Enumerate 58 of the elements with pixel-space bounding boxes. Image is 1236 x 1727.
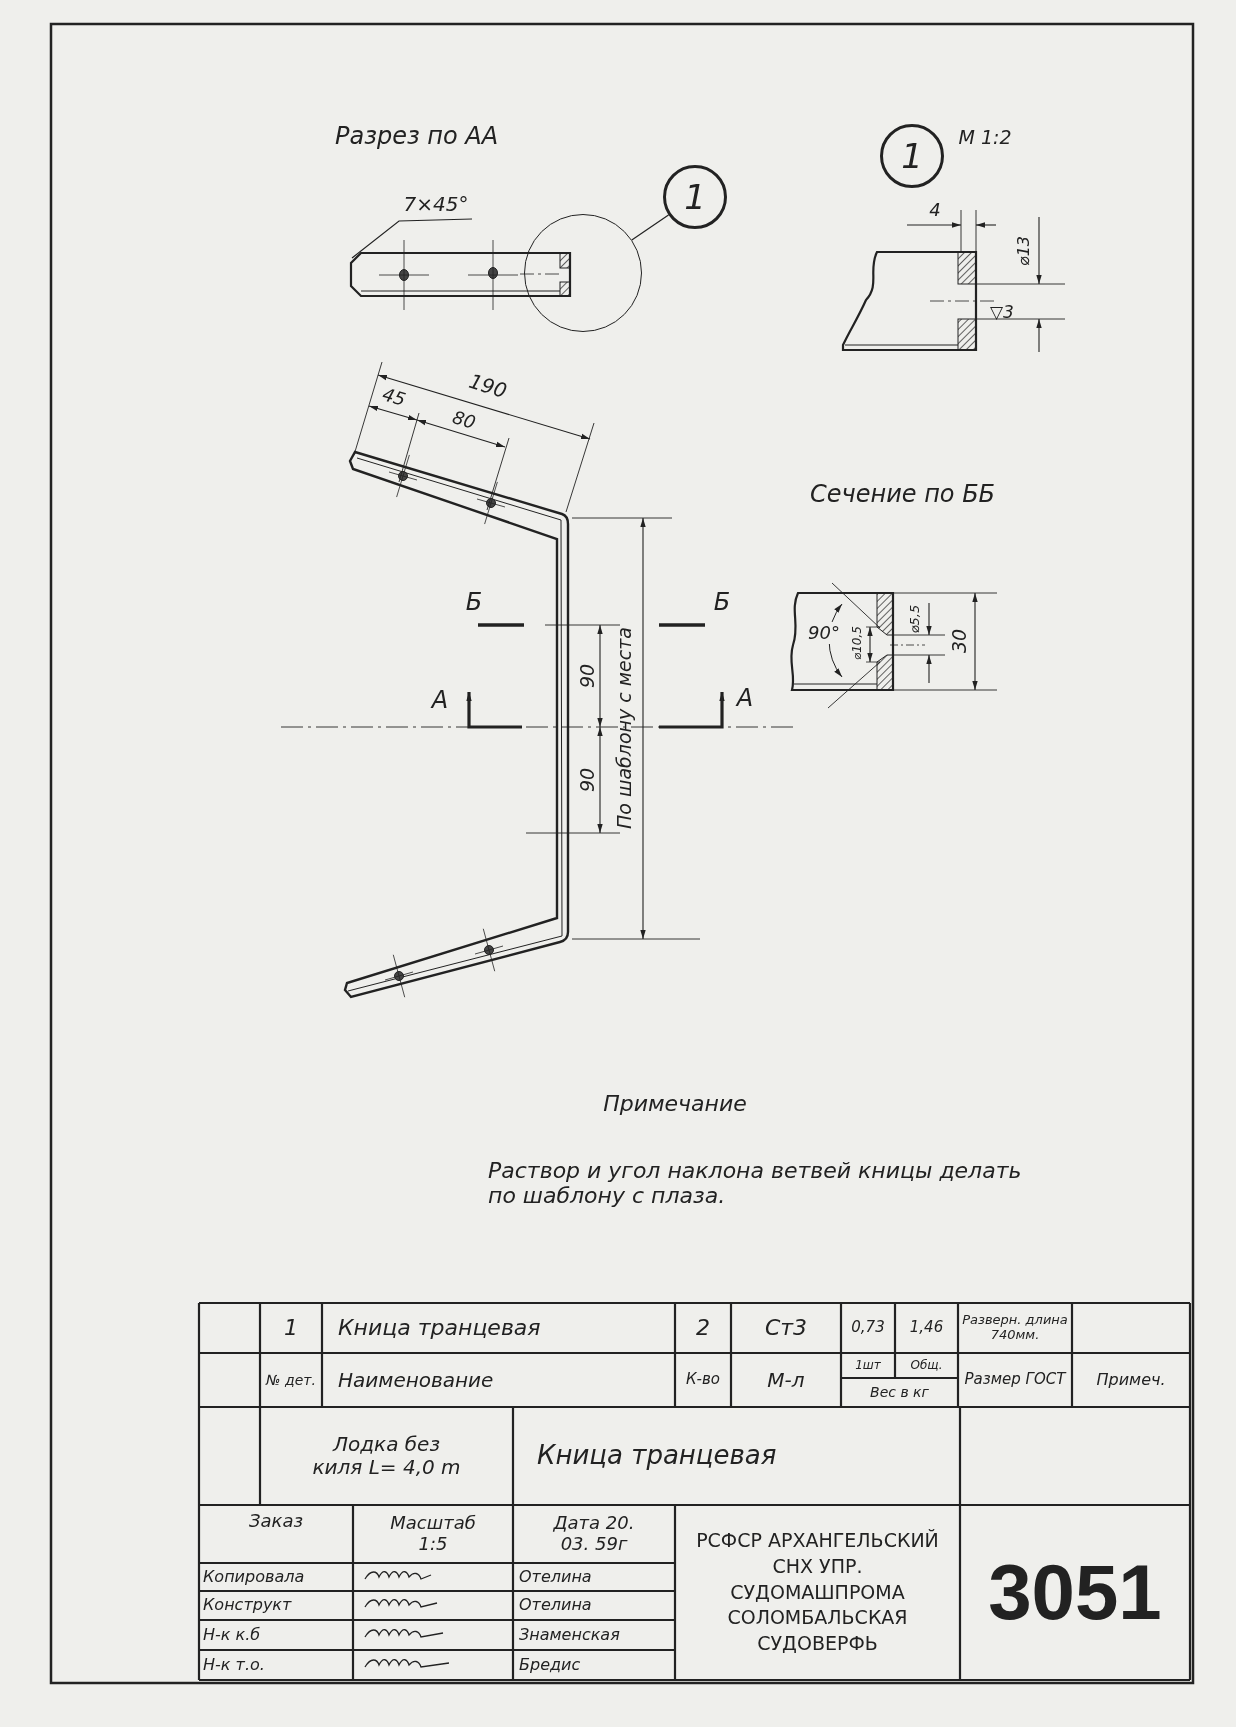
date-label: Дата 20. 03. 59г (552, 1511, 636, 1556)
dimension-value: ⌀5,5 (906, 603, 923, 636)
size-note: Разверн. длина 740мм. (961, 1311, 1069, 1344)
person-name: Отелина (518, 1565, 593, 1588)
section-letter: А (429, 686, 450, 716)
person-name: Отелина (518, 1594, 593, 1617)
section-title: Разрез по АА (335, 121, 500, 153)
dimension-value: 30 (948, 627, 972, 656)
organization-name: РСФСР АРХАНГЕЛЬСКИЙ СНХ УПР. СУДОМАШПРОМА СОЛОМБАЛЬСКАЯ СУДОВЕРФЬ (695, 1528, 940, 1656)
callout-circle: 1 (663, 165, 727, 229)
dimension-value: 80 (449, 404, 480, 435)
chamfer-note: 7×45° (400, 190, 472, 218)
dimension-value: 45 (379, 381, 410, 412)
dimension-value: 90 (576, 766, 600, 795)
role-label: Н-к к.б (202, 1623, 262, 1646)
dimension-value: 190 (465, 367, 511, 405)
section-letter: А (734, 684, 755, 714)
order-label: Заказ (247, 1509, 304, 1533)
dimension-value: 90 (576, 662, 600, 691)
role-label: Копировала (202, 1565, 306, 1588)
dimension-value: ▽3 (989, 302, 1015, 324)
person-name: Бредис (518, 1653, 582, 1676)
role-label: Н-к т.о. (202, 1653, 266, 1676)
section-letter: Б (712, 588, 732, 618)
section-title: Сечение по ББ (810, 479, 997, 511)
scale-label: Масштаб 1:5 (389, 1511, 477, 1556)
unit-weight: 0,73 (850, 1317, 886, 1339)
total-weight: 1,46 (908, 1317, 945, 1339)
part-number: 1 (283, 1314, 299, 1343)
note-heading: Примечание (602, 1090, 748, 1119)
drawing-title: Кница транцевая (536, 1439, 778, 1473)
section-drawing (349, 239, 572, 311)
drawing-number: 3051 (987, 1546, 1163, 1638)
dimension-note: По шаблону с места (612, 626, 637, 831)
dimension-value: ⌀10,5 (850, 625, 866, 662)
material: Ст3 (763, 1314, 809, 1343)
quantity: 2 (695, 1314, 711, 1343)
leader-line (351, 218, 473, 259)
callout-circle: 1 (880, 124, 944, 188)
leader-line (631, 214, 670, 241)
section-letter: Б (464, 588, 484, 618)
column-header: Общ. (909, 1356, 944, 1374)
dimension-value: 4 (928, 198, 942, 222)
dimension-value: ⌀13 (1013, 235, 1034, 268)
column-header: Примеч. (1095, 1368, 1167, 1391)
person-name: Знаменская (518, 1623, 621, 1646)
column-header: Размер ГОСТ (963, 1369, 1068, 1391)
note-text: Раствор и угол наклона ветвей кницы делать по шаблону с плаза. (488, 1156, 1023, 1210)
scale-note: М 1:2 (957, 125, 1013, 151)
column-header: К-во (684, 1369, 722, 1391)
column-header: Вес в кг (869, 1383, 930, 1403)
role-label: Конструкт (202, 1594, 293, 1617)
column-header: М-л (766, 1366, 806, 1394)
column-header: 1шт (854, 1356, 882, 1374)
boat-name: Лодка без киля L= 4,0 m (311, 1431, 462, 1481)
column-header: Наименование (337, 1366, 495, 1394)
column-header: № дет. (264, 1370, 317, 1390)
part-name: Кница транцевая (337, 1314, 542, 1343)
